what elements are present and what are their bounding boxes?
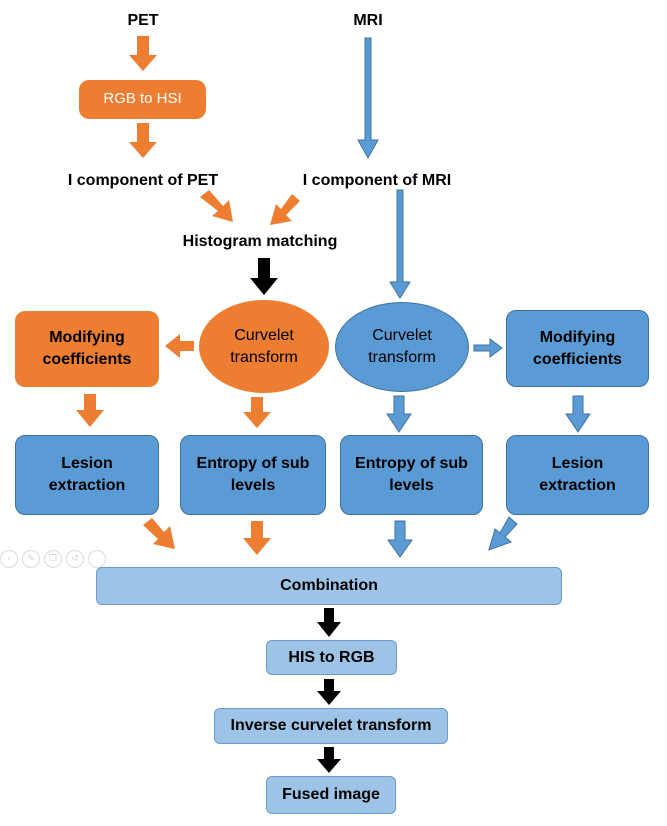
inverse-curvelet-transform-box: Inverse curvelet transform bbox=[214, 708, 448, 744]
his-to-rgb-box: HIS to RGB bbox=[266, 640, 397, 675]
arrow-curvelet-to-entropy-right bbox=[386, 395, 412, 433]
arrow-pet-to-rgb bbox=[129, 36, 157, 71]
i-component-mri-label: I component of MRI bbox=[302, 172, 452, 190]
copy-icon[interactable]: ❐ bbox=[44, 550, 62, 568]
arrow-modify-to-lesion-right bbox=[565, 395, 591, 433]
arrow-entropy-right-to-combination bbox=[387, 520, 413, 558]
fused-image-box: Fused image bbox=[266, 776, 396, 814]
arrow-combination-to-his bbox=[317, 608, 341, 637]
arrow-lesion-right-to-combination bbox=[488, 516, 518, 551]
entropy-sub-levels-pet: Entropy of sub levels bbox=[180, 435, 326, 515]
lesion-extraction-mri: Lesion extraction bbox=[506, 435, 649, 515]
rgb-to-hsi-box: RGB to HSI bbox=[79, 80, 206, 119]
i-component-pet-label: I component of PET bbox=[67, 172, 219, 190]
pen-icon[interactable]: ✎ bbox=[22, 550, 40, 568]
arrow-icomp-pet-to-hist bbox=[200, 190, 233, 222]
circle-icon[interactable] bbox=[88, 550, 106, 568]
arrow-mri-to-icomp bbox=[357, 37, 379, 160]
annotation-toolbar[interactable]: › ✎ ❐ ↺ bbox=[0, 549, 106, 569]
arrow-curvelet-to-modify bbox=[165, 334, 194, 358]
pet-label: PET bbox=[127, 12, 159, 30]
arrow-hist-to-curvelet bbox=[250, 258, 278, 295]
arrow-modify-to-lesion bbox=[76, 394, 104, 427]
arrow-icomp-mri-to-hist bbox=[270, 194, 300, 225]
arrow-curvelet-to-entropy bbox=[243, 397, 271, 428]
arrow-his-to-inverse bbox=[317, 679, 341, 705]
curvelet-transform-mri: Curvelet transform bbox=[335, 302, 469, 392]
arrow-inverse-to-fused bbox=[317, 747, 341, 773]
curvelet-transform-pet: Curvelet transform bbox=[199, 300, 329, 393]
modifying-coefficients-pet: Modifying coefficients bbox=[15, 311, 159, 387]
modifying-coefficients-mri: Modifying coefficients bbox=[506, 310, 649, 387]
lesion-extraction-pet: Lesion extraction bbox=[15, 435, 159, 515]
arrow-curvelet-to-modify-right bbox=[473, 338, 503, 358]
arrow-icon[interactable]: › bbox=[0, 550, 18, 568]
combination-box: Combination bbox=[96, 567, 562, 605]
histogram-matching-label: Histogram matching bbox=[182, 233, 338, 251]
undo-icon[interactable]: ↺ bbox=[66, 550, 84, 568]
entropy-sub-levels-mri: Entropy of sub levels bbox=[340, 435, 483, 515]
arrow-rgb-to-icomp bbox=[129, 123, 157, 158]
arrow-icomp-mri-to-curvelet bbox=[389, 189, 411, 299]
mri-label: MRI bbox=[353, 12, 383, 30]
arrow-entropy-to-combination bbox=[243, 521, 271, 555]
arrow-lesion-to-combination bbox=[143, 518, 175, 549]
